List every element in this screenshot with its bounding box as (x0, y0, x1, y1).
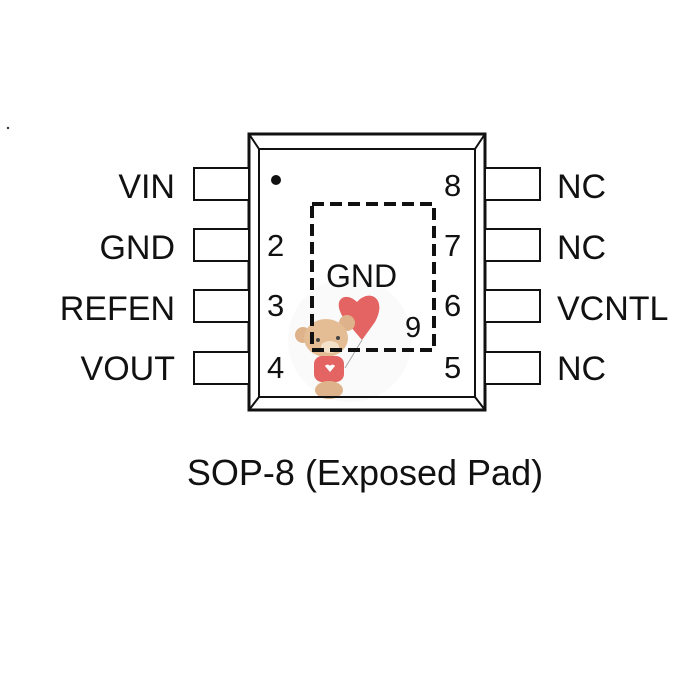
package-inner-outline (258, 148, 476, 398)
pin-1-name: VIN (118, 168, 175, 206)
pin-2 (193, 228, 250, 262)
pin-5 (484, 351, 541, 385)
exposed-pad-label: GND (326, 258, 397, 294)
pin-7-number: 7 (444, 228, 461, 263)
package-outline (247, 132, 487, 412)
pin-4 (193, 351, 250, 385)
pin-7-name: NC (557, 229, 606, 267)
pin-3-number: 3 (267, 288, 284, 323)
pin-8 (484, 167, 541, 201)
pin-5-name: NC (557, 350, 606, 388)
exposed-pad-outline (310, 202, 436, 352)
pin-5-number: 5 (444, 350, 461, 385)
pin-2-number: 2 (267, 228, 284, 263)
bear-watermark-image (288, 278, 412, 402)
pin-2-name: GND (99, 229, 175, 267)
pin-6 (484, 289, 541, 323)
pin-3 (193, 289, 250, 323)
pin-1 (193, 167, 250, 201)
pin-6-name: VCNTL (557, 290, 668, 328)
pin-6-number: 6 (444, 288, 461, 323)
pin-4-number: 4 (267, 350, 284, 385)
stray-dot (6, 126, 10, 130)
ic-package (247, 132, 487, 412)
pin-8-number: 8 (444, 168, 461, 203)
pin-3-name: REFEN (60, 290, 175, 328)
pin-4-name: VOUT (81, 350, 175, 388)
pin1-marker-dot (271, 175, 281, 185)
pin-8-name: NC (557, 168, 606, 206)
exposed-pad-number: 9 (405, 312, 421, 344)
package-caption: SOP-8 (Exposed Pad) (187, 452, 543, 493)
pin-7 (484, 228, 541, 262)
